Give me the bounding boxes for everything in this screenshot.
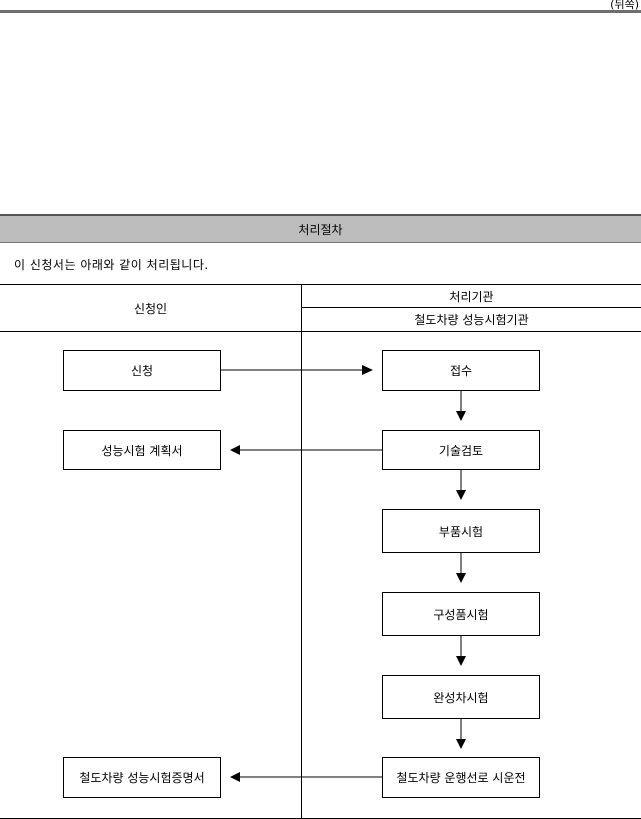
step-label: 철도차량 운행선로 시운전	[396, 771, 526, 785]
step-label: 부품시험	[438, 524, 484, 539]
arrowhead-right	[362, 365, 373, 375]
arrowhead-down	[456, 739, 466, 749]
step-parts-test: 부품시험	[382, 509, 540, 553]
step-trial-run: 철도차량 운행선로 시운전	[382, 757, 540, 798]
step-label: 성능시험 계획서	[101, 443, 183, 458]
step-receipt: 접수	[382, 350, 540, 391]
arrowhead-left	[230, 445, 240, 455]
step-label: 구성품시험	[433, 607, 489, 622]
arrowhead-down	[456, 490, 466, 500]
applicant-column-label: 신청인	[133, 301, 168, 316]
step-label: 신청	[130, 364, 154, 378]
step-certificate: 철도차량 성능시험증명서	[63, 757, 221, 798]
processor-column-header: 처리기관	[302, 285, 641, 307]
arrowhead-down	[456, 656, 466, 666]
step-component-test: 구성품시험	[382, 592, 540, 636]
step-label: 완성차시험	[433, 690, 489, 705]
step-label: 기술검토	[438, 443, 484, 458]
processor-subheader: 철도차량 성능시험기관	[302, 308, 641, 331]
procedure-title: 처리절차	[298, 222, 343, 237]
procedure-intro: 이 신청서는 아래와 같이 처리됩니다.	[14, 258, 209, 272]
processor-column-label: 처리기관	[449, 289, 494, 304]
column-divider	[301, 284, 302, 819]
applicant-column-header: 신청인	[0, 285, 301, 331]
column-header-bottom-border	[0, 331, 641, 332]
processor-header-divider	[301, 307, 641, 308]
table-top-border	[0, 284, 641, 285]
step-apply: 신청	[63, 350, 221, 391]
arrowhead-left	[230, 772, 240, 782]
processor-sub-label: 철도차량 성능시험기관	[414, 313, 529, 327]
procedure-header: 처리절차	[0, 214, 641, 243]
back-page-label: (뒤쪽)	[610, 0, 639, 11]
step-label: 접수	[449, 364, 473, 378]
arrowhead-down	[456, 411, 466, 421]
top-rule	[0, 10, 641, 13]
step-test-plan: 성능시험 계획서	[63, 430, 221, 470]
step-vehicle-test: 완성차시험	[382, 675, 540, 719]
arrowhead-down	[456, 573, 466, 583]
step-technical-review: 기술검토	[382, 430, 540, 470]
step-label: 철도차량 성능시험증명서	[79, 771, 205, 785]
